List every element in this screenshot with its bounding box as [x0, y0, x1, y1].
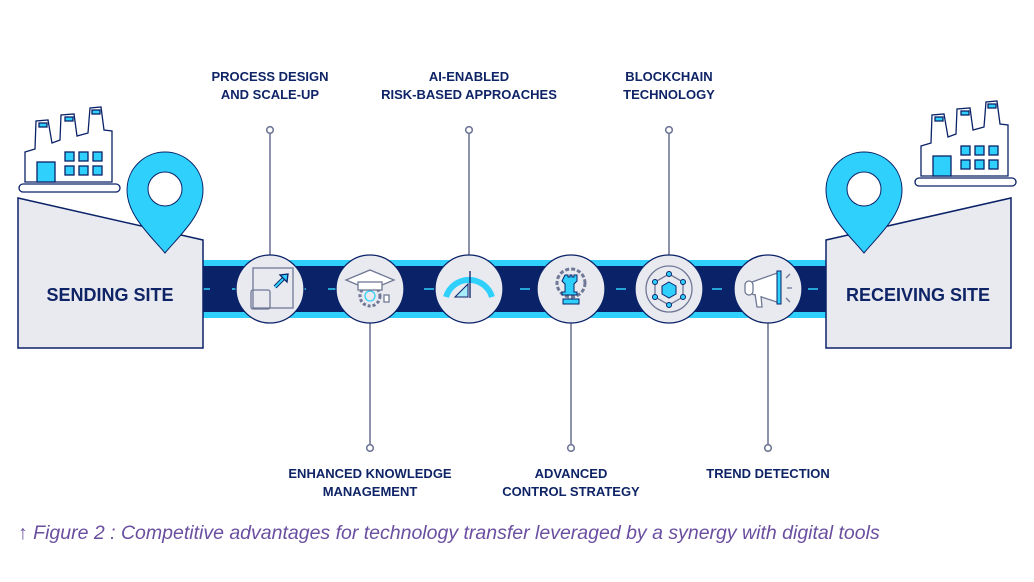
label-blockchain: BLOCKCHAIN TECHNOLOGY: [623, 68, 715, 104]
label-ai-enabled: AI-ENABLED RISK-BASED APPROACHES: [381, 68, 557, 104]
label-line: PROCESS DESIGN: [211, 69, 329, 84]
label-process-design: PROCESS DESIGN AND SCALE-UP: [211, 68, 328, 104]
location-pin-icon: [126, 151, 204, 254]
megaphone-icon: [733, 254, 803, 324]
label-line: ENHANCED KNOWLEDGE: [288, 466, 452, 481]
factory-icon: [914, 100, 1017, 187]
sending-site-label: SENDING SITE: [46, 285, 174, 305]
label-line: AI-ENABLED: [428, 69, 510, 84]
label-line: ADVANCED: [534, 466, 608, 481]
scale-up-icon: [235, 254, 305, 324]
chess-gear-icon: [536, 254, 606, 324]
label-line: CONTROL STRATEGY: [502, 484, 640, 499]
label-line: TECHNOLOGY: [623, 87, 715, 102]
label-line: AND SCALE-UP: [220, 87, 320, 102]
label-trend-detection: TREND DETECTION: [706, 465, 830, 483]
factory-icon: [18, 106, 121, 193]
location-pin-icon: [825, 151, 903, 254]
label-control-strategy: ADVANCED CONTROL STRATEGY: [502, 465, 639, 501]
label-line: TREND DETECTION: [706, 466, 830, 481]
gauge-icon: [434, 254, 504, 324]
label-knowledge-management: ENHANCED KNOWLEDGE MANAGEMENT: [288, 465, 451, 501]
road: [200, 260, 830, 318]
graduation-gear-icon: [335, 254, 405, 324]
blockchain-icon: [634, 254, 704, 324]
label-line: MANAGEMENT: [322, 484, 418, 499]
label-line: RISK-BASED APPROACHES: [381, 87, 557, 102]
label-line: BLOCKCHAIN: [625, 69, 713, 84]
figure-caption: ↑ Figure 2 : Competitive advantages for …: [18, 522, 880, 544]
connectors: [265, 125, 773, 453]
receiving-site-label: RECEIVING SITE: [845, 285, 991, 305]
